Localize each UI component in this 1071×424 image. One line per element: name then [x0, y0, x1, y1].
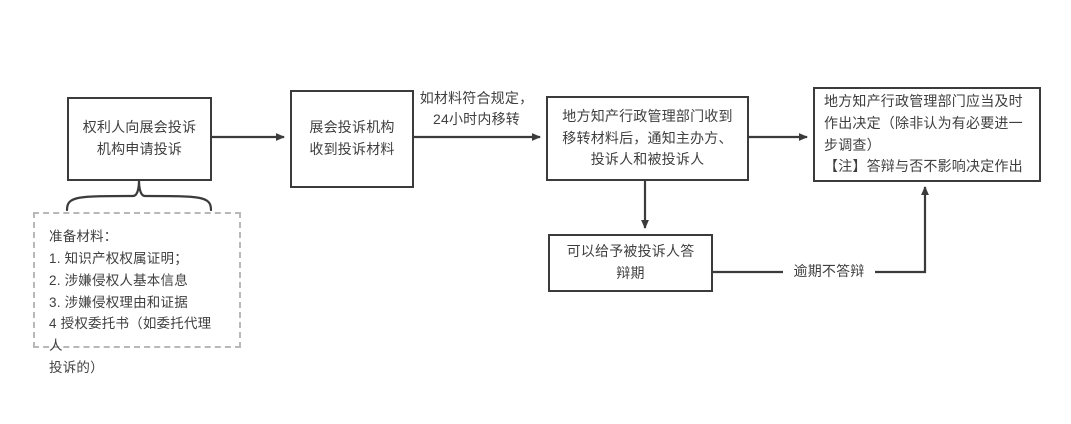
- node-local-ip-dept-decision[interactable]: 地方知产行政管理部门应当及时 作出决定（除非认为有必要进一 步调查） 【注】答辩…: [813, 87, 1041, 182]
- edge-label-overdue-no-defense: 逾期不答辩: [783, 261, 875, 282]
- node-exhibition-agency-receives[interactable]: 展会投诉机构 收到投诉材料: [290, 90, 414, 188]
- brace-node1-to-note: [65, 179, 213, 212]
- node-local-ip-dept-notifies[interactable]: 地方知产行政管理部门收到 移转材料后，通知主办方、 投诉人和被投诉人: [546, 96, 749, 181]
- node-defense-period[interactable]: 可以给予被投诉人答 辩期: [548, 234, 713, 292]
- note-preparation-materials: 准备材料： 1. 知识产权权属证明； 2. 涉嫌侵权人基本信息 3. 涉嫌侵权理…: [33, 212, 241, 375]
- connector-defense-period-to-node4: [712, 186, 929, 274]
- node-rights-holder-complaint[interactable]: 权利人向展会投诉 机构申请投诉: [67, 97, 212, 181]
- edge-label-transfer-within-24h: 如材料符合规定， 24小时内移转: [419, 90, 534, 127]
